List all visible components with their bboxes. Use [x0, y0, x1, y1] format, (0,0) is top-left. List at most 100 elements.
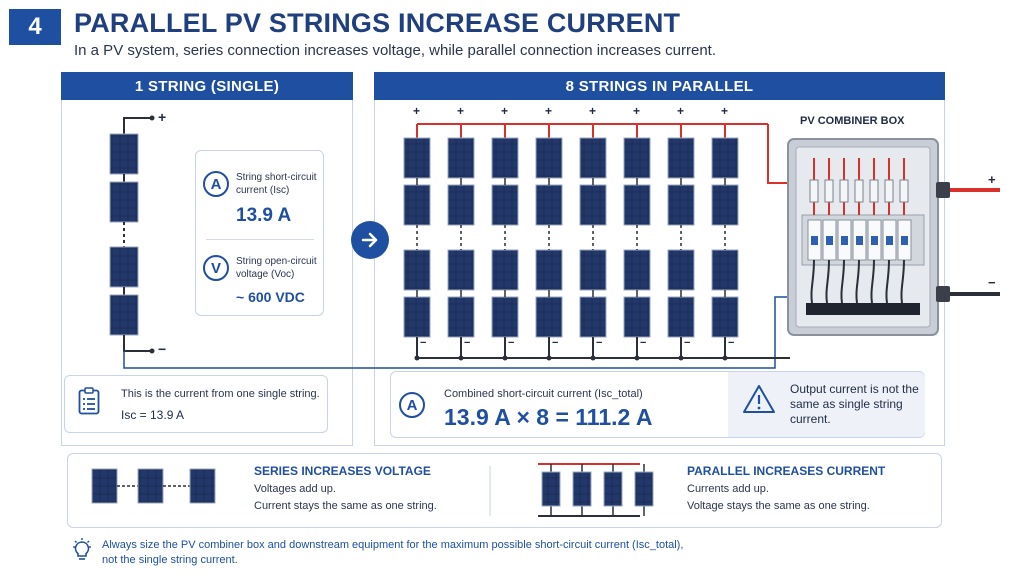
breaker-output-wire	[840, 259, 845, 304]
combiner-box	[787, 138, 1000, 336]
string-plus-sign: +	[457, 104, 465, 118]
isc-label: String short-circuit current (Isc)	[236, 172, 317, 196]
breaker-switch	[901, 236, 908, 245]
page-subtitle: In a PV system, series connection increa…	[74, 42, 716, 59]
fuse-holder	[854, 179, 864, 203]
section-number-badge: 4	[9, 9, 61, 45]
pv-module	[667, 184, 695, 226]
junction-dot	[678, 355, 684, 361]
parallel-legend-title: PARALLEL INCREASES CURRENT	[687, 464, 886, 478]
single-string-note-card: This is the current from one single stri…	[64, 375, 328, 433]
breaker-switch	[886, 236, 893, 245]
single-string-formula: Isc = 13.9 A	[121, 408, 185, 422]
breaker-switch	[826, 236, 833, 245]
page-title: PARALLEL PV STRINGS INCREASE CURRENT	[74, 8, 681, 38]
parallel-strings-panel	[374, 100, 945, 446]
combiner-box-label: PV COMBINER BOX	[800, 115, 905, 127]
pv-module	[491, 249, 519, 291]
pv-module	[623, 296, 651, 338]
legend-pv-module	[541, 471, 561, 507]
junction-dot	[546, 355, 552, 361]
string-minus-sign: −	[728, 337, 735, 349]
pv-module	[447, 249, 475, 291]
string-minus-sign: −	[596, 337, 603, 349]
combined-current-label: Combined short-circuit current (Isc_tota…	[444, 388, 643, 400]
pv-module	[447, 184, 475, 226]
string-plus-sign: +	[589, 104, 597, 118]
junction-dot	[414, 355, 420, 361]
breaker-switch	[871, 236, 878, 245]
single-string-note: This is the current from one single stri…	[121, 388, 320, 400]
voc-value: ~ 600 VDC	[236, 289, 305, 305]
string-plus-sign: +	[721, 104, 729, 118]
parallel-string-modules	[403, 123, 790, 361]
breaker-switch	[811, 236, 818, 245]
pv-module	[667, 249, 695, 291]
parallel-legend-line1: Currents add up.	[687, 483, 769, 495]
breaker-output-wire	[810, 259, 815, 304]
output-plus-sign: +	[988, 172, 996, 187]
single-string-heading: 1 STRING (SINGLE)	[61, 72, 353, 100]
pv-module	[491, 184, 519, 226]
legend-box: SERIES INCREASES VOLTAGE Voltages add up…	[67, 453, 942, 528]
legend-pv-module	[603, 471, 623, 507]
pv-module	[403, 249, 431, 291]
card-divider	[206, 239, 314, 240]
pv-module	[667, 137, 695, 179]
pv-module	[491, 296, 519, 338]
pv-module	[579, 296, 607, 338]
junction-dot	[590, 355, 596, 361]
pv-module	[711, 296, 739, 338]
lightbulb-icon	[71, 538, 93, 569]
clipboard-icon	[78, 387, 100, 420]
breaker-output-wire	[870, 259, 875, 304]
sizing-tip: Always size the PV combiner box and down…	[102, 538, 683, 568]
string-minus-sign: −	[508, 337, 515, 349]
voc-label: String open-circuit voltage (Voc)	[236, 256, 317, 280]
parallel-legend-line2: Voltage stays the same as one string.	[687, 500, 870, 512]
fuse-holder	[839, 179, 849, 203]
breaker-switch	[841, 236, 848, 245]
junction-dot	[634, 355, 640, 361]
series-legend-line1: Voltages add up.	[254, 483, 336, 495]
sizing-tip-line1: Always size the PV combiner box and down…	[102, 539, 684, 551]
breaker-output-wire	[855, 259, 860, 304]
voltage-icon: V	[203, 255, 229, 281]
legend-pv-module	[634, 471, 654, 507]
string-minus-sign: −	[464, 337, 471, 349]
isc-value: 13.9 A	[236, 205, 292, 226]
pv-module	[623, 137, 651, 179]
junction-dot	[502, 355, 508, 361]
pv-module	[535, 137, 563, 179]
string-plus-sign: +	[633, 104, 641, 118]
pv-module	[711, 249, 739, 291]
breaker-output-wire	[900, 259, 905, 304]
string-plus-sign: +	[413, 104, 421, 118]
pv-module	[623, 249, 651, 291]
string-plus-sign: +	[501, 104, 509, 118]
pv-module	[447, 137, 475, 179]
arrow-right-icon	[351, 221, 389, 259]
fuse-holder	[899, 179, 909, 203]
fuse-holder	[884, 179, 894, 203]
warning-icon	[742, 384, 776, 419]
combined-current-card: A Combined short-circuit current (Isc_to…	[390, 371, 925, 438]
output-minus-sign: −	[988, 275, 996, 290]
legend-diagrams	[91, 463, 654, 517]
pv-module	[579, 184, 607, 226]
warning-text: Output current is not the same as single…	[790, 382, 919, 426]
pv-module	[579, 249, 607, 291]
single-string-specs-card: A String short-circuit current (Isc) 13.…	[195, 150, 324, 316]
fuse-holder	[809, 179, 819, 203]
pv-module	[403, 184, 431, 226]
single-string-modules	[109, 115, 790, 369]
pv-module	[535, 184, 563, 226]
fuse-holder	[869, 179, 879, 203]
string-minus-sign: −	[552, 337, 559, 349]
pv-module	[579, 137, 607, 179]
string-minus-sign: −	[684, 337, 691, 349]
pv-module	[403, 137, 431, 179]
string-minus-sign: −	[420, 337, 427, 349]
series-legend-line2: Current stays the same as one string.	[254, 500, 437, 512]
